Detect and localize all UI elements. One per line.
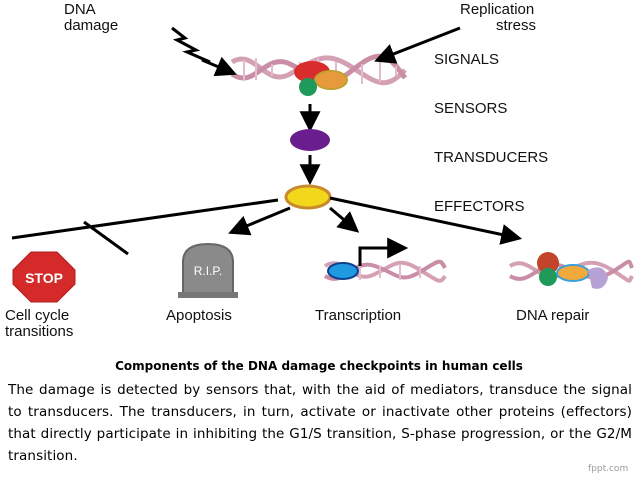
repair-protein-orange	[556, 264, 590, 282]
caption-title: Components of the DNA damage checkpoints…	[115, 359, 523, 373]
label-apoptosis: Apoptosis	[166, 307, 232, 324]
transcription-start-arrow	[358, 237, 409, 266]
inhibition-line	[11, 198, 279, 240]
label-signals: SIGNALS	[434, 51, 500, 68]
signal-protein-orange	[314, 70, 348, 90]
label-sensors: SENSORS	[434, 100, 508, 117]
transcription-arrow	[329, 206, 360, 233]
effector-protein	[284, 184, 332, 210]
sensor-protein-blue	[327, 262, 359, 280]
dna-repair-arrow	[329, 196, 523, 245]
repair-protein-red	[537, 252, 559, 274]
inhibition-bar	[83, 220, 129, 256]
stop-sign-icon: STOP	[12, 251, 76, 303]
apoptosis-arrow	[228, 206, 291, 236]
label-effectors: EFFECTORS	[434, 198, 525, 215]
repair-protein-green	[539, 268, 557, 286]
signal-protein-green	[299, 78, 317, 96]
label-cell-cycle: Cell cycle	[5, 307, 70, 324]
label-dna-repair: DNA repair	[516, 307, 590, 324]
lightning-arrow-icon	[171, 26, 237, 77]
label-transducers: TRANSDUCERS	[434, 149, 549, 166]
repair-protein-lavender	[588, 267, 608, 289]
watermark: fppt.com	[588, 464, 629, 474]
label-transcription: Transcription	[315, 307, 402, 324]
tombstone-icon: R.I.P.	[178, 242, 238, 298]
label-dna: DNA	[64, 1, 96, 18]
stop-sign-label: STOP	[25, 270, 63, 286]
caption-body: The damage is detected by sensors that, …	[8, 382, 632, 464]
label-transitions: transitions	[5, 323, 74, 340]
transducer-protein	[290, 129, 330, 151]
label-stress: stress	[496, 17, 537, 34]
label-damage: damage	[64, 17, 119, 34]
label-replication: Replication	[460, 1, 535, 18]
replication-stress-arrow	[374, 26, 461, 64]
tombstone-label: R.I.P.	[194, 264, 222, 278]
pathway-diagram: STOP R.I.P.	[11, 26, 634, 303]
